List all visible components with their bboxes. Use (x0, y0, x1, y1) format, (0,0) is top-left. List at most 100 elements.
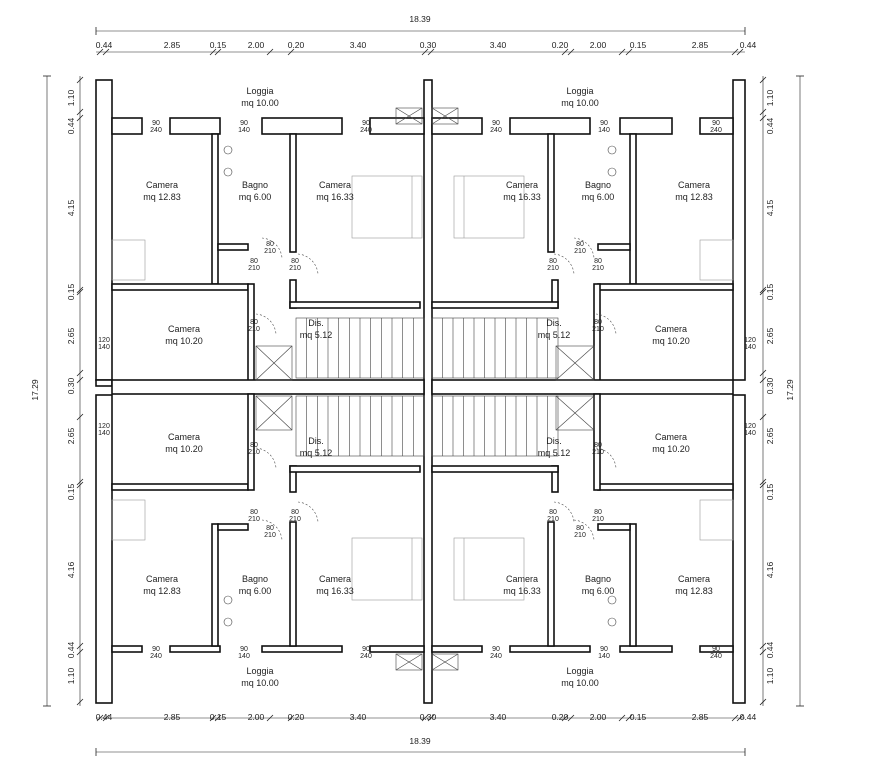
bagno-area: mq 6.00 (239, 192, 272, 202)
partition (597, 523, 631, 531)
dis-name: Dis. (546, 436, 562, 446)
stair-landing (255, 395, 293, 431)
dim-label-right: 4.16 (765, 561, 775, 578)
dim-tick (266, 48, 274, 56)
partition (593, 283, 601, 385)
camera-small-area: mq 10.20 (165, 444, 203, 454)
camera-small-name: Camera (168, 324, 200, 334)
dim-label-top: 0.44 (96, 40, 113, 50)
dis-area: mq 5.12 (300, 330, 333, 340)
dim-tick (759, 698, 767, 706)
dim-label-right: 4.15 (765, 199, 775, 216)
outer-wall-left-top (95, 79, 113, 381)
single-bed (699, 499, 734, 541)
opening-code-top: 90 (712, 120, 720, 127)
loggia-name: Loggia (566, 666, 593, 676)
partition (211, 523, 219, 647)
door-swing (297, 501, 319, 523)
opening-code-top: 90 (600, 646, 608, 653)
partition (111, 483, 249, 491)
loggia-wall (699, 117, 734, 135)
window-sash (431, 653, 459, 671)
loggia-wall (699, 645, 734, 653)
dis-name: Dis. (546, 318, 562, 328)
dim-label-left: 1.10 (66, 667, 76, 684)
opening-code-bottom: 240 (360, 653, 372, 660)
dim-tick (96, 714, 104, 722)
opening-code-bottom: 140 (238, 653, 250, 660)
dim-label-top: 0.30 (420, 40, 437, 50)
window-x (395, 107, 423, 125)
camera-area: mq 12.83 (675, 586, 713, 596)
dim-label-left: 0.30 (66, 377, 76, 394)
dim-tick (567, 48, 575, 56)
camera-small-name: Camera (655, 324, 687, 334)
dim-label-top: 2.85 (164, 40, 181, 50)
dim-tick (759, 108, 767, 116)
camera-name: Camera (678, 180, 710, 190)
dim-label-right: 0.15 (765, 483, 775, 500)
opening-code-top: 80 (250, 442, 258, 449)
partition (593, 393, 601, 491)
dim-tick (625, 48, 633, 56)
middle-slab (111, 379, 425, 395)
dim-tick (561, 714, 569, 722)
dim-tick (561, 48, 569, 56)
dim-label-top: 0.20 (288, 40, 305, 50)
partition (597, 283, 734, 291)
dim-label-bottom: 0.15 (210, 712, 227, 722)
dim-tick (421, 714, 429, 722)
opening-code-top: 80 (594, 319, 602, 326)
dim-tick (759, 76, 767, 84)
opening-code-top: 90 (362, 646, 370, 653)
opening-code-bottom: 210 (592, 326, 604, 333)
dim-tick (759, 481, 767, 489)
loggia-wall (619, 117, 673, 135)
dim-tick (76, 413, 84, 421)
dim-tick (736, 714, 744, 722)
dim-label-left: 0.15 (66, 283, 76, 300)
single-bed (699, 239, 734, 281)
loggia-wall (111, 117, 143, 135)
loggia-wall (509, 117, 591, 135)
dim-tick (214, 48, 222, 56)
dim-tick (759, 642, 767, 650)
dim-label-top: 0.44 (740, 40, 757, 50)
loggia-name: Loggia (566, 86, 593, 96)
dim-tick (76, 481, 84, 489)
loggia-area: mq 10.00 (241, 678, 279, 688)
opening-code-top: 80 (250, 319, 258, 326)
camera-area: mq 12.83 (143, 586, 181, 596)
dim-tick (76, 369, 84, 377)
window-sash (395, 107, 423, 125)
partition (289, 133, 297, 253)
outer-wall-right-bottom (732, 394, 746, 704)
dim-tick (102, 714, 110, 722)
opening-code-top: 80 (291, 509, 299, 516)
dis-name: Dis. (308, 318, 324, 328)
dim-label-left: 2.65 (66, 427, 76, 444)
middle-slab (431, 379, 734, 395)
toilet (223, 145, 233, 155)
opening-code-top: 80 (549, 258, 557, 265)
opening-code-bottom: 240 (150, 653, 162, 660)
overall-width-label: 18.39 (409, 14, 431, 24)
dim-label-left: 0.44 (66, 117, 76, 134)
dim-label-right: 0.44 (765, 641, 775, 658)
dim-label-bottom: 0.44 (96, 712, 113, 722)
opening-code-bottom: 140 (98, 344, 110, 351)
partition (247, 393, 255, 491)
outer-wall-right-top (732, 79, 746, 381)
bagno-name: Bagno (242, 180, 268, 190)
opening-code-bottom: 210 (248, 326, 260, 333)
dim-label-bottom: 0.20 (552, 712, 569, 722)
dim-label-top: 2.00 (248, 40, 265, 50)
opening-code-top: 90 (600, 120, 608, 127)
dim-label-right: 1.10 (765, 667, 775, 684)
overall-depth-label: 17.29 (30, 379, 40, 401)
opening-code-bottom: 210 (547, 265, 559, 272)
opening-code-top: 120 (98, 423, 110, 430)
bagno-area: mq 6.00 (582, 192, 615, 202)
dim-tick (287, 714, 295, 722)
opening-code-bottom: 240 (490, 127, 502, 134)
